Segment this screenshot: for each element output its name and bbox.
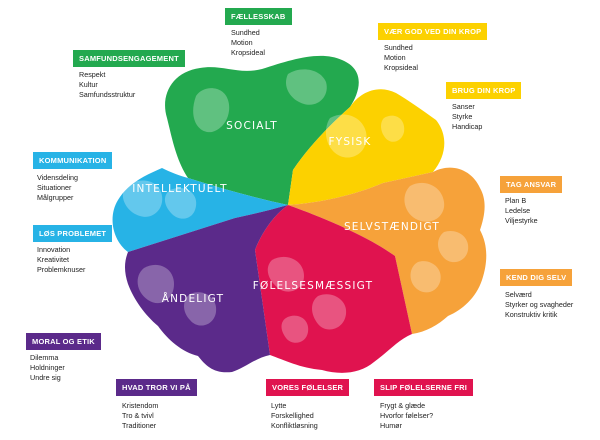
list-hvad-tror: Kristendom Tro & tvivl Traditioner xyxy=(122,401,158,431)
list-item: Traditioner xyxy=(122,421,157,430)
list-item: Motion xyxy=(384,53,406,62)
region-andeligt xyxy=(125,205,288,373)
list-vaer-god: Sundhed Motion Kropsideal xyxy=(384,43,418,73)
list-faellesskab: Sundhed Motion Kropsideal xyxy=(231,28,265,58)
list-item: Dilemma xyxy=(30,353,59,362)
tag-vores-folelser: VORES FØLELSER xyxy=(266,379,350,396)
list-item: Forskellighed xyxy=(271,411,314,420)
list-item: Lytte xyxy=(271,401,287,410)
list-item: Ledelse xyxy=(505,206,531,215)
list-item: Problemknuser xyxy=(37,265,86,274)
list-item: Styrke xyxy=(452,112,473,121)
label-intellektuelt: INTELLEKTUELT xyxy=(132,183,228,195)
list-item: Kultur xyxy=(79,80,98,89)
list-item: Plan B xyxy=(505,196,527,205)
list-tag-ansvar: Plan B Ledelse Viljestyrke xyxy=(505,196,538,226)
tag-hvad-tror: HVAD TROR VI PÅ xyxy=(116,379,197,396)
list-item: Frygt & glæde xyxy=(380,401,426,410)
tag-slip-folelserne: SLIP FØLELSERNE FRI xyxy=(374,379,474,396)
label-selvstaendigt: SELVSTÆNDIGT xyxy=(344,221,440,233)
region-patches xyxy=(122,69,469,343)
list-item: Sanser xyxy=(452,102,475,111)
list-item: Respekt xyxy=(79,70,106,79)
tag-kommunikation: KOMMUNIKATION xyxy=(33,152,113,169)
label-andeligt: ÅNDELIGT xyxy=(162,292,224,305)
list-los-problemet: Innovation Kreativitet Problemknuser xyxy=(37,245,85,275)
list-item: Holdninger xyxy=(30,363,65,372)
region-intellektuelt xyxy=(112,168,289,252)
list-item: Sundhed xyxy=(384,43,413,52)
list-kommunikation: Vidensdeling Situationer Målgrupper xyxy=(37,173,78,203)
list-item: Samfundsstruktur xyxy=(79,90,136,99)
tag-samfund: SAMFUNDSENGAGEMENT xyxy=(73,50,185,67)
label-socialt: SOCIALT xyxy=(226,120,278,132)
tag-tag-ansvar: TAG ANSVAR xyxy=(500,176,563,193)
tag-kend-dig-selv: KEND DIG SELV xyxy=(500,269,573,286)
tag-vaer-god: VÆR GOD VED DIN KROP xyxy=(378,23,488,40)
list-item: Målgrupper xyxy=(37,193,74,202)
list-item: Tro & tvivl xyxy=(122,411,154,420)
region-folelsesmaessigt xyxy=(255,205,412,373)
list-item: Viljestyrke xyxy=(505,216,538,225)
region-fysisk xyxy=(288,89,445,205)
region-selvstaendigt xyxy=(288,167,487,334)
list-kend-dig-selv: Selværd Styrker og svagheder Konstruktiv… xyxy=(505,290,573,320)
tag-faellesskab: FÆLLESSKAB xyxy=(225,8,292,25)
list-item: Vidensdeling xyxy=(37,173,79,182)
list-item: Situationer xyxy=(37,183,72,192)
list-brug-krop: Sanser Styrke Handicap xyxy=(452,102,482,132)
list-item: Selværd xyxy=(505,290,532,299)
list-item: Kristendom xyxy=(122,401,159,410)
tag-moral: MORAL OG ETIK xyxy=(26,333,101,350)
list-item: Sundhed xyxy=(231,28,260,37)
list-moral: Dilemma Holdninger Undre sig xyxy=(30,353,65,383)
list-item: Styrker og svagheder xyxy=(505,300,574,309)
list-slip-folelserne: Frygt & glæde Hvorfor følelser? Humør xyxy=(380,401,433,431)
list-item: Kropsideal xyxy=(231,48,265,57)
list-vores-folelser: Lytte Forskellighed Konfliktløsning xyxy=(271,401,318,431)
list-item: Undre sig xyxy=(30,373,61,382)
list-item: Humør xyxy=(380,421,402,430)
region-socialt xyxy=(165,55,359,206)
tag-brug-krop: BRUG DIN KROP xyxy=(446,82,522,99)
list-item: Konstruktiv kritik xyxy=(505,310,558,319)
list-item: Kropsideal xyxy=(384,63,418,72)
list-item: Motion xyxy=(231,38,253,47)
list-item: Hvorfor følelser? xyxy=(380,411,434,420)
list-item: Konfliktløsning xyxy=(271,421,318,430)
list-samfund: Respekt Kultur Samfundsstruktur xyxy=(79,70,135,100)
list-item: Innovation xyxy=(37,245,71,254)
tag-los-problemet: LØS PROBLEMET xyxy=(33,225,113,242)
label-fysisk: FYSISK xyxy=(329,136,372,148)
list-item: Handicap xyxy=(452,122,483,131)
label-folelsesmaessigt: FØLELSESMÆSSIGT xyxy=(253,280,374,292)
list-item: Kreativitet xyxy=(37,255,69,264)
